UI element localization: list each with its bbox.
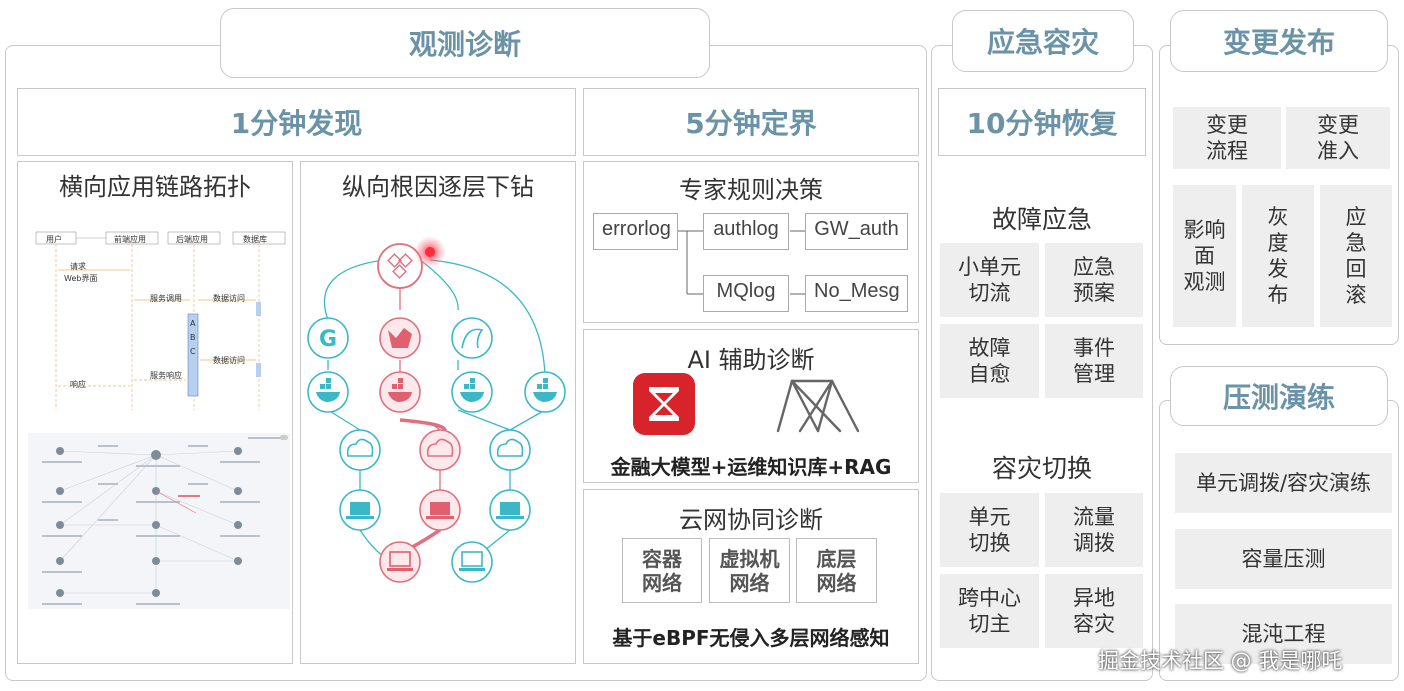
recover-10min-header: 10分钟恢复 (938, 88, 1146, 156)
cloud-network-title: 云网协同诊断 (583, 500, 919, 535)
vm-network-box: 虚拟机 网络 (709, 538, 790, 603)
cross-center-failover: 跨中心 切主 (940, 574, 1039, 648)
knowledge-logo-icon (770, 375, 866, 435)
unit-dispatch-dr-drill: 单元调拨/容灾演练 (1175, 453, 1392, 513)
seq-actor-backend: 后端应用 (176, 234, 208, 245)
drill-down-graph: G (300, 230, 576, 590)
rule-node-errorlog: errorlog (593, 213, 678, 250)
remote-disaster-recovery: 异地 容灾 (1045, 574, 1143, 648)
incident-management: 事件 管理 (1045, 324, 1143, 398)
capacity-stress-test: 容量压测 (1175, 529, 1392, 589)
seq-activation-a: A (190, 319, 195, 328)
container-network-box: 容器 网络 (622, 538, 702, 603)
ai-diagnosis-subtitle: 金融大模型+运维知识库+RAG (583, 451, 919, 480)
fault-response-title: 故障应急 (938, 200, 1146, 236)
change-process: 变更 流程 (1173, 107, 1281, 169)
rule-node-no-mesg: No_Mesg (805, 275, 908, 312)
stress-drill-tab: 压测演练 (1170, 366, 1388, 426)
change-release-tab: 变更发布 (1170, 10, 1388, 72)
seq-msg-response: 响应 (70, 379, 86, 390)
seq-actor-frontend: 前端应用 (114, 234, 146, 245)
svg-text:G: G (319, 327, 337, 352)
watermark: 掘金技术社区 @ 我是哪吒 (1098, 645, 1342, 675)
seq-actor-db: 数据库 (243, 234, 267, 245)
unit-switch: 单元 切换 (940, 493, 1039, 567)
gray-release: 灰 度 发 布 (1242, 185, 1314, 327)
ai-diagnosis-title: AI 辅助诊断 (583, 340, 919, 375)
fault-self-healing: 故障 自愈 (940, 324, 1039, 398)
seq-msg-data-access-2: 数据访问 (213, 355, 245, 366)
rule-node-gw-auth: GW_auth (805, 213, 908, 250)
seq-msg-web: Web界面 (64, 273, 97, 284)
rule-node-mqlog: MQlog (703, 275, 789, 312)
change-admission: 变更 准入 (1286, 107, 1390, 169)
seq-msg-service-call: 服务调用 (150, 293, 182, 304)
seq-activation-b: B (190, 333, 196, 342)
seq-msg-data-access-1: 数据访问 (213, 293, 245, 304)
drill-down-title: 纵向根因逐层下钻 (300, 167, 576, 202)
rule-node-authlog: authlog (703, 213, 789, 250)
underlay-network-box: 底层 网络 (796, 538, 877, 603)
seq-actor-user: 用户 (46, 234, 62, 245)
find-1min-header: 1分钟发现 (17, 88, 576, 156)
seq-activation-c: C (190, 347, 196, 356)
small-unit-cutover: 小单元 切流 (940, 243, 1039, 317)
sequence-diagram (28, 228, 290, 413)
emergency-plan: 应急 预案 (1045, 243, 1143, 317)
locate-5min-header: 5分钟定界 (583, 88, 919, 156)
cloud-network-subtitle: 基于eBPF无侵入多层网络感知 (583, 622, 919, 651)
topology-graph (28, 433, 290, 609)
emergency-tab: 应急容灾 (952, 10, 1134, 72)
model-logo-icon (633, 373, 695, 435)
traffic-dispatch: 流量 调拨 (1045, 493, 1143, 567)
dr-switch-title: 容灾切换 (938, 449, 1146, 485)
observe-tab: 观测诊断 (220, 8, 710, 78)
topology-title: 横向应用链路拓扑 (17, 167, 293, 202)
seq-msg-request: 请求 (70, 261, 86, 272)
impact-observation: 影响 面 观测 (1173, 185, 1236, 327)
seq-msg-service-response: 服务响应 (150, 370, 182, 381)
emergency-rollback: 应 急 回 滚 (1320, 185, 1392, 327)
